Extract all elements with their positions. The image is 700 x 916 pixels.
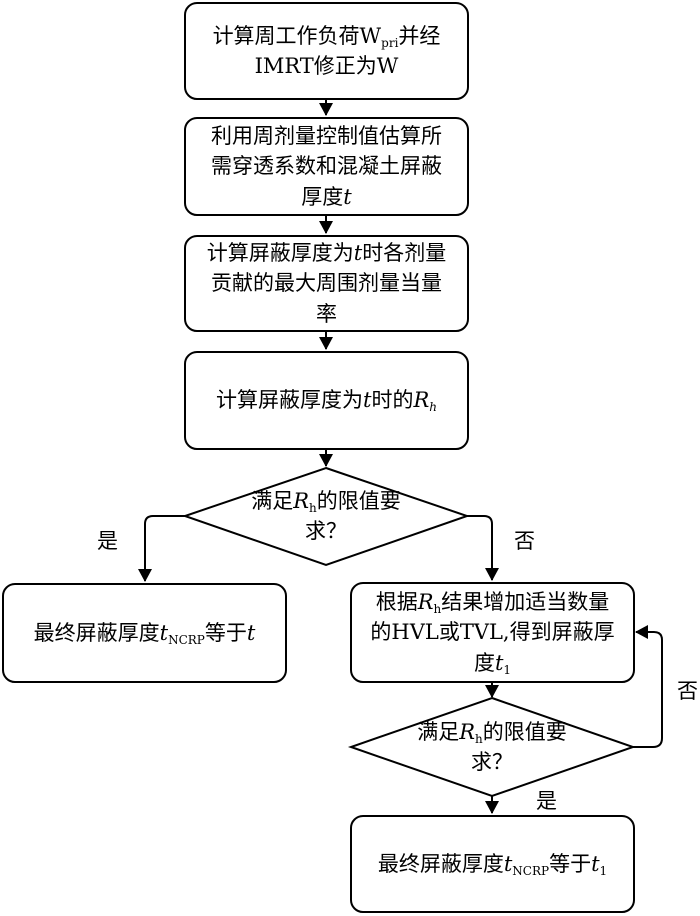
node-final-thickness-t1: 最终屏蔽厚度tNCRP等于t1 (350, 815, 635, 913)
label-yes-2: 是 (536, 789, 557, 813)
label-no-1: 否 (514, 529, 535, 553)
arrow-d1-yes (138, 515, 185, 582)
decision-text-1: 满足Rh的限值要 求？ (251, 488, 401, 543)
node-estimate-thickness: 利用周剂量控制值估算所 需穿透系数和混凝土屏蔽 厚度t (184, 117, 469, 216)
node-compute-workload: 计算周工作负荷Wpri并经 IMRT修正为W (184, 2, 469, 100)
decision-text-2: 满足Rh的限值要 求？ (417, 719, 567, 774)
label-no-2: 否 (677, 679, 698, 703)
arrow-d1-no (467, 515, 499, 581)
node-compute-rh: 计算屏蔽厚度为t时的Rh (184, 351, 469, 450)
arrow-d2-no-loop (633, 625, 663, 748)
node-final-thickness-t: 最终屏蔽厚度tNCRP等于t (2, 583, 287, 683)
label-yes-1: 是 (97, 529, 118, 553)
decision-diamond-1 (181, 466, 471, 567)
node-compute-dose-rate: 计算屏蔽厚度为t时各剂量 贡献的最大周围剂量当量 率 (184, 235, 469, 332)
node-increase-thickness: 根据Rh结果增加适当数量 的HVL或TVL,得到屏蔽厚 度t1 (350, 582, 635, 683)
